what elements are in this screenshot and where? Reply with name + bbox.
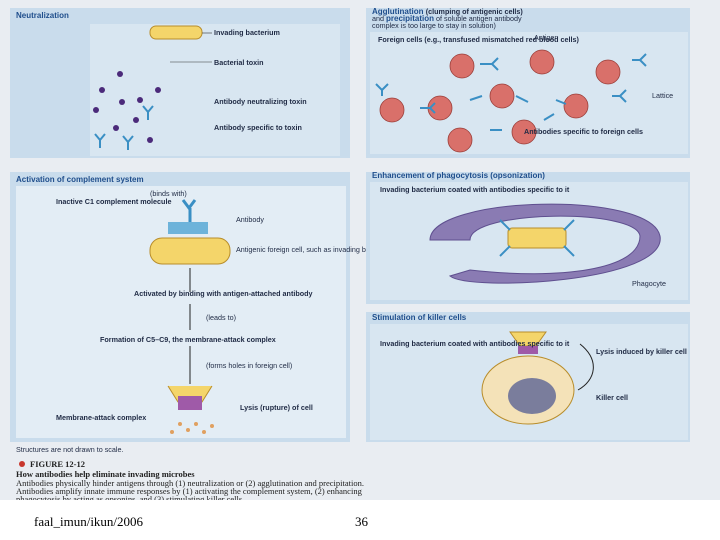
complement-title: Activation of complement system bbox=[16, 175, 144, 184]
label-antibodies-specific: Antibodies specific to foreign cells bbox=[524, 127, 643, 136]
label-formation-c5-c9: Formation of C5–C9, the membrane-attack … bbox=[100, 335, 276, 344]
label-foreign-cells: Foreign cells (e.g., transfused mismatch… bbox=[378, 35, 580, 44]
label-killer-cell: Killer cell bbox=[596, 393, 628, 402]
label-forms-holes: (forms holes in foreign cell) bbox=[206, 361, 292, 370]
label-invading-coated: Invading bacterium coated with antibodie… bbox=[380, 185, 570, 194]
label-killer-invading: Invading bacterium coated with antibodie… bbox=[380, 339, 570, 348]
label-binds-with: (binds with) bbox=[150, 189, 187, 198]
label-invading-bacterium: Invading bacterium bbox=[214, 28, 280, 37]
neutralization-title: Neutralization bbox=[16, 11, 69, 20]
red-blood-cells bbox=[379, 49, 621, 153]
footer-course: faal_imun/ikun/2006 bbox=[34, 514, 144, 529]
agglutination-title: Agglutination (clumping of antigenic cel… bbox=[372, 7, 523, 16]
label-antibody-specific: Antibody specific to toxin bbox=[214, 123, 302, 132]
neutralization-panel: Neutralization Invading bacterium Bacter… bbox=[10, 8, 350, 158]
label-lysis: Lysis (rupture) of cell bbox=[240, 403, 313, 412]
scale-note: Structures are not drawn to scale. bbox=[16, 445, 123, 454]
footer: faal_imun/ikun/2006 36 bbox=[0, 500, 720, 540]
label-activated: Activated by binding with antigen-attach… bbox=[134, 289, 313, 298]
killer-title: Stimulation of killer cells bbox=[372, 313, 467, 322]
label-membrane-attack: Membrane-attack complex bbox=[56, 413, 146, 422]
figure-number: FIGURE 12-12 bbox=[30, 459, 85, 469]
antibody-shapes bbox=[94, 105, 154, 150]
label-antigenic-cell: Antigenic foreign cell, such as invading… bbox=[236, 245, 393, 254]
phagocytosis-panel: Enhancement of phagocytosis (opsonizatio… bbox=[366, 171, 690, 304]
caption-line-2: Antibodies amplify innate immune respons… bbox=[16, 486, 363, 496]
caption-title: How antibodies help eliminate invading m… bbox=[16, 469, 195, 479]
lysis-particles bbox=[170, 422, 214, 434]
phagocytosis-title: Enhancement of phagocytosis (opsonizatio… bbox=[372, 171, 545, 180]
caption-line-1: Antibodies physically hinder antigens th… bbox=[16, 478, 364, 488]
agglutination-subtitle: complex is too large to stay in solution… bbox=[372, 21, 496, 30]
label-lattice: Lattice bbox=[652, 91, 673, 100]
complement-panel: Activation of complement system Inactive… bbox=[10, 172, 393, 442]
lattice-antibodies bbox=[375, 53, 647, 131]
phagocyte-shape bbox=[429, 203, 661, 284]
killer-panel: Stimulation of killer cells Invading bac… bbox=[366, 312, 690, 442]
page-number: 36 bbox=[355, 514, 368, 529]
bacterium-shape bbox=[149, 25, 203, 40]
label-inactive-c1: Inactive C1 complement molecule bbox=[56, 197, 171, 206]
caption-line-3: phagocytosis by acting as opsonins, and … bbox=[16, 494, 244, 504]
label-leads-to: (leads to) bbox=[206, 313, 236, 322]
precipitation-title: and precipitation of soluble antigen ant… bbox=[372, 14, 522, 23]
label-antigen: Antigen bbox=[534, 33, 558, 42]
label-phagocyte: Phagocyte bbox=[632, 279, 666, 288]
toxin-dots bbox=[93, 71, 161, 143]
label-antibody: Antibody bbox=[236, 215, 264, 224]
label-lysis-induced: Lysis induced by killer cell bbox=[596, 347, 687, 356]
label-antibody-neutralizing: Antibody neutralizing toxin bbox=[214, 97, 307, 106]
agglutination-panel: Agglutination (clumping of antigenic cel… bbox=[366, 7, 690, 158]
antigenic-cell-shape bbox=[149, 237, 231, 265]
label-bacterial-toxin: Bacterial toxin bbox=[214, 58, 264, 67]
